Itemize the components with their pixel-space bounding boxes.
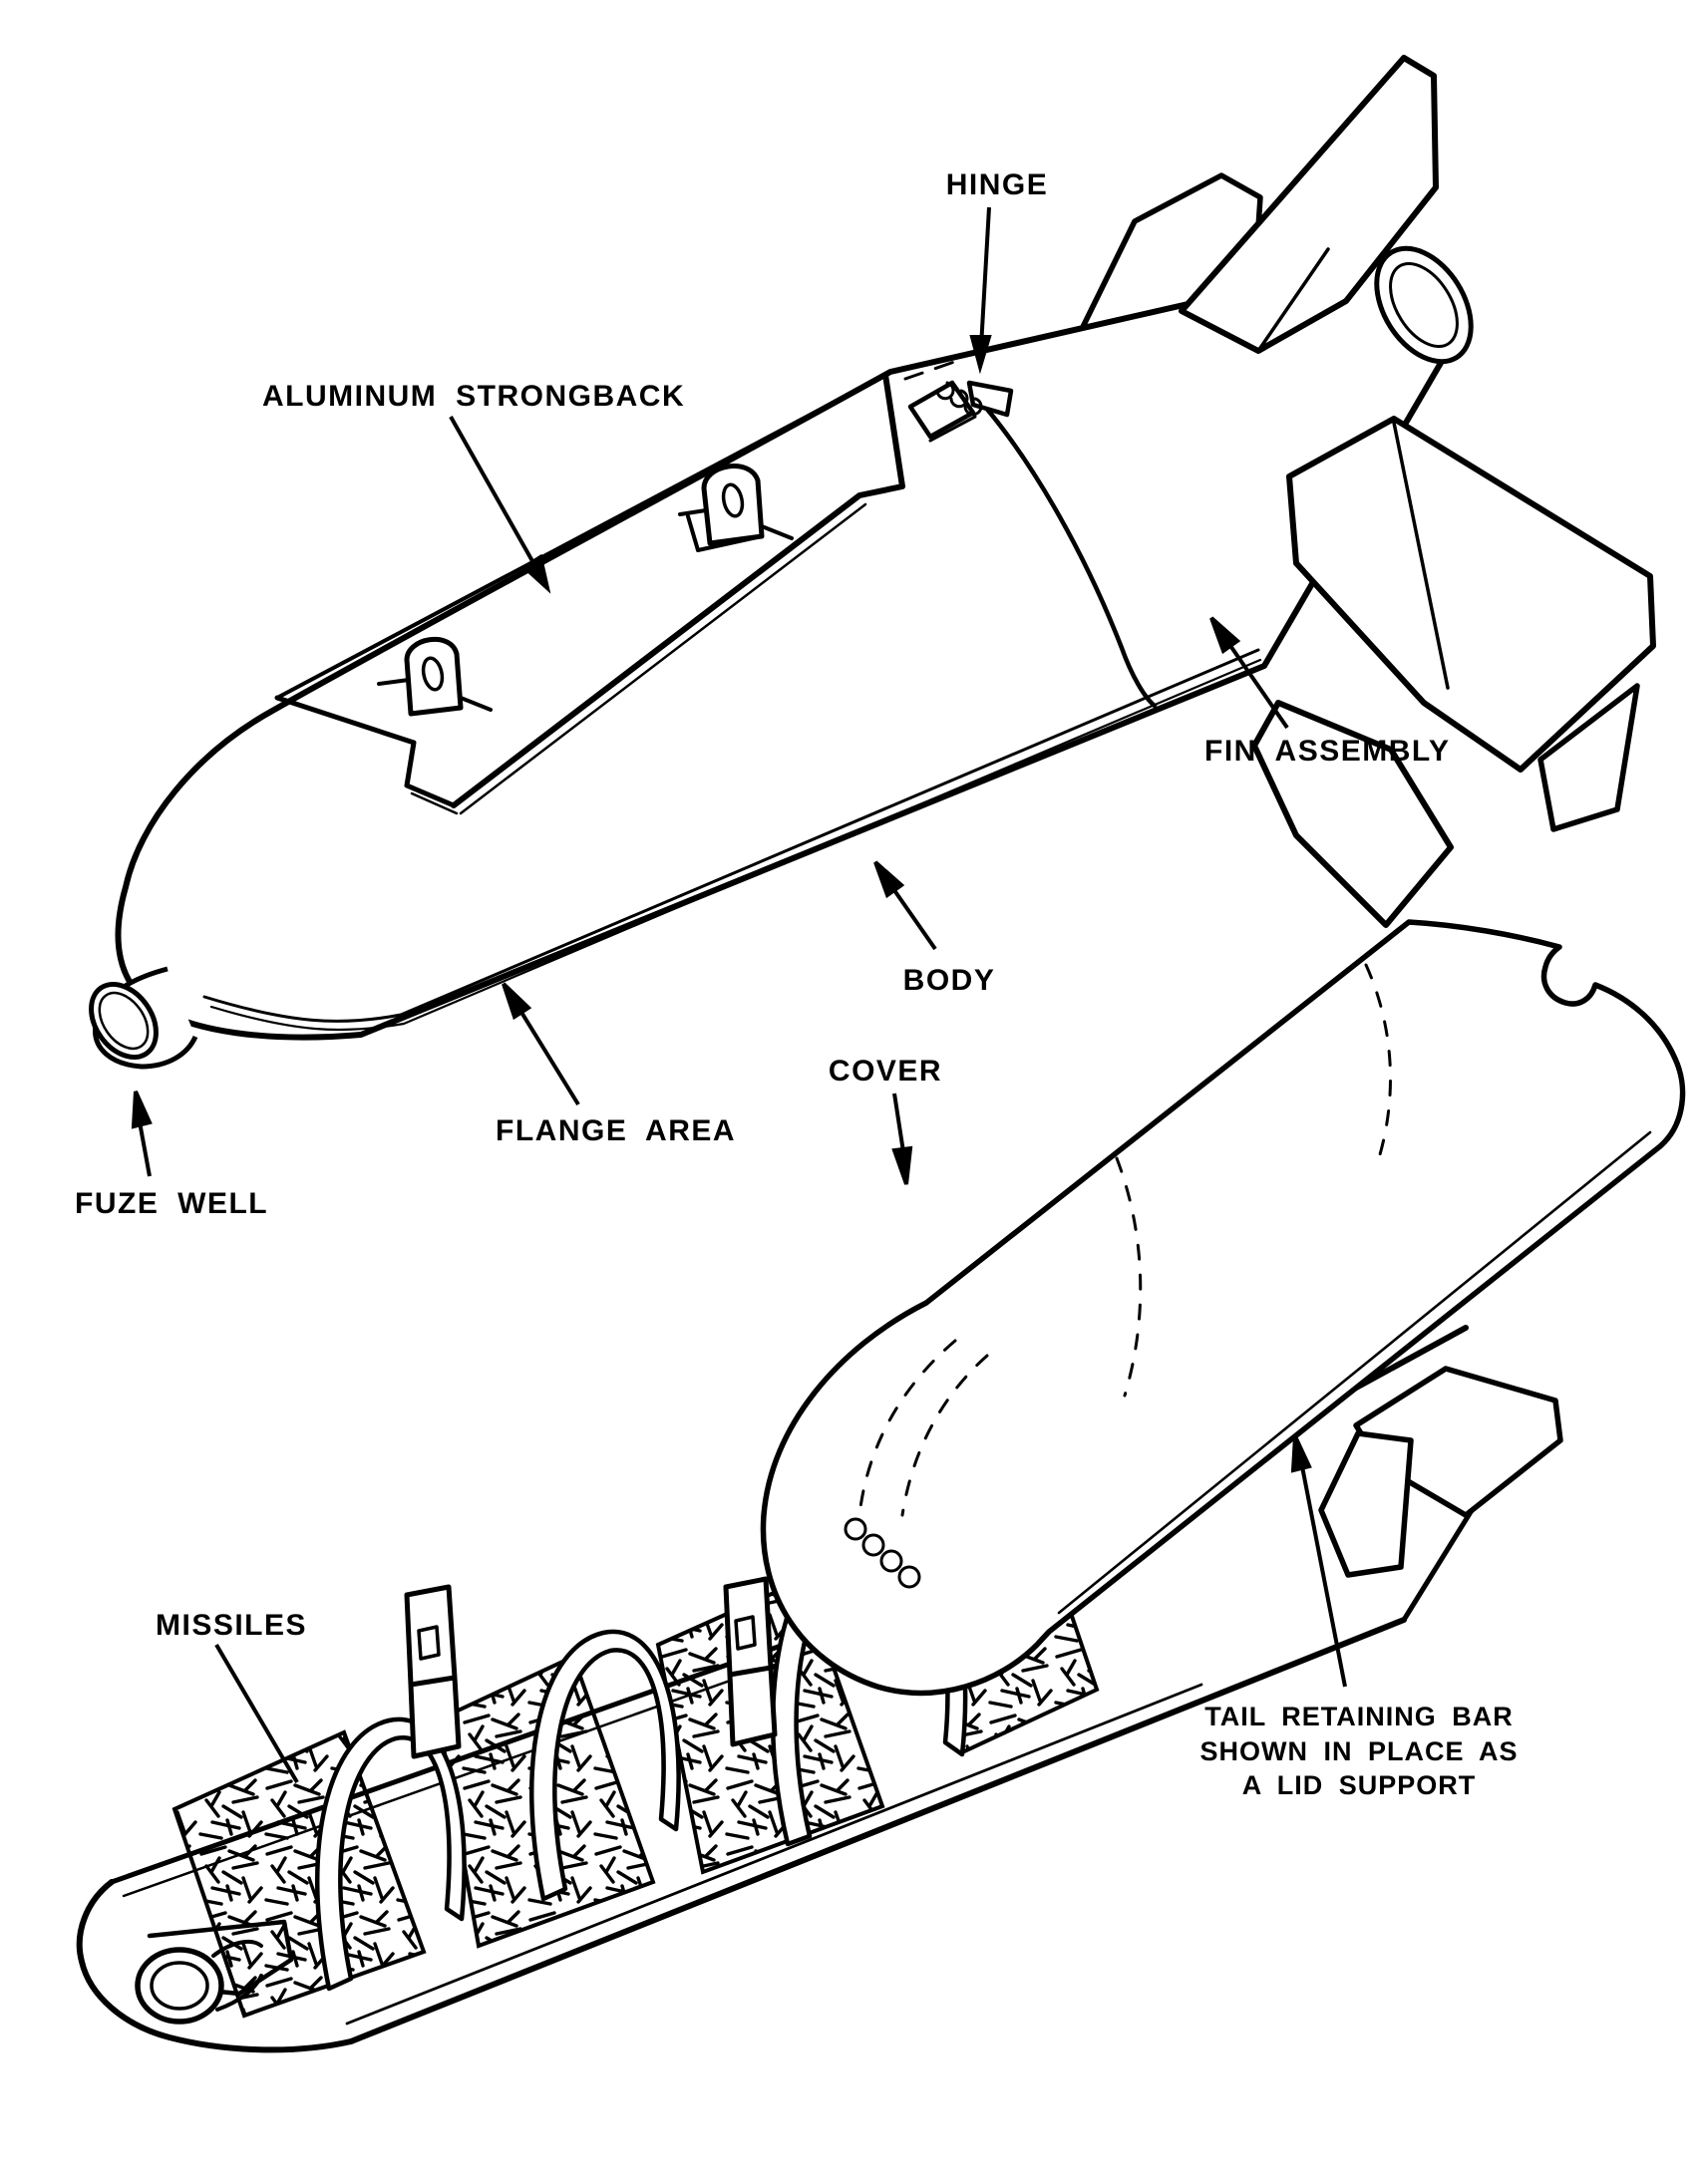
- fin-assembly-leader-arrow: [1209, 616, 1289, 730]
- trough-lug-forward: [404, 1584, 462, 1759]
- cover-hinge-coil: [844, 1517, 921, 1589]
- lower-fuze-well: [135, 1919, 294, 2025]
- flange-area-leader-arrow: [502, 982, 580, 1106]
- hinge-label: HINGE: [946, 168, 1049, 201]
- aluminum-strongback-plate: [274, 359, 959, 815]
- cover-label: COVER: [829, 1055, 942, 1088]
- missiles-leader-line: [214, 1643, 299, 1784]
- cover-illustration: [760, 919, 1686, 1697]
- cover-outline: [760, 919, 1686, 1697]
- svg-text:A LID SUPPORT: A LID SUPPORT: [1242, 1770, 1477, 1800]
- body-label: BODY: [903, 964, 996, 997]
- tail-retaining-bar-leader-arrow: [1290, 1435, 1347, 1688]
- fuze-well-leader-arrow: [131, 1091, 153, 1177]
- cover-leader-arrow: [891, 1092, 913, 1185]
- tail-end-ring: [1374, 245, 1474, 365]
- svg-text:SHOWN IN PLACE AS: SHOWN IN PLACE AS: [1199, 1736, 1518, 1766]
- tail-retaining-bar-label: TAIL RETAINING BAR SHOWN IN PLACE AS A L…: [1199, 1702, 1518, 1800]
- callout-leaders: [131, 206, 1347, 1784]
- aluminum-strongback-label: ALUMINUM STRONGBACK: [262, 380, 685, 413]
- opened-body-outline: [76, 1879, 354, 2053]
- cover-surface-contour-dashes: [857, 963, 1392, 1517]
- body-leader-arrow: [873, 860, 937, 951]
- flange-area-label: FLANGE AREA: [496, 1114, 736, 1147]
- dispenser-body-outline: [115, 254, 1455, 1041]
- trough-lug-aft: [723, 1576, 778, 1747]
- fin-assembly: [1179, 55, 1656, 928]
- suspension-lug-aft: [678, 464, 794, 552]
- missiles-label: MISSILES: [156, 1609, 307, 1642]
- strongback-leader-arrow: [449, 416, 551, 594]
- fuze-well-cylinder: [89, 966, 198, 1070]
- callout-labels: HINGE ALUMINUM STRONGBACK FIN ASSEMBLY B…: [75, 168, 1518, 1800]
- fuze-well-label: FUZE WELL: [75, 1187, 268, 1220]
- hinge-leader-arrow: [969, 206, 992, 375]
- assembled-dispenser-illustration: [89, 55, 1656, 1070]
- flange-seam-lines: [202, 648, 1262, 1032]
- hinge-fitting: [907, 380, 1014, 443]
- svg-text:TAIL RETAINING BAR: TAIL RETAINING BAR: [1204, 1702, 1514, 1731]
- suspension-lug-forward: [377, 636, 493, 717]
- body-tail-shoulder-line: [982, 404, 1158, 709]
- fin-assembly-label: FIN ASSEMBLY: [1204, 735, 1450, 768]
